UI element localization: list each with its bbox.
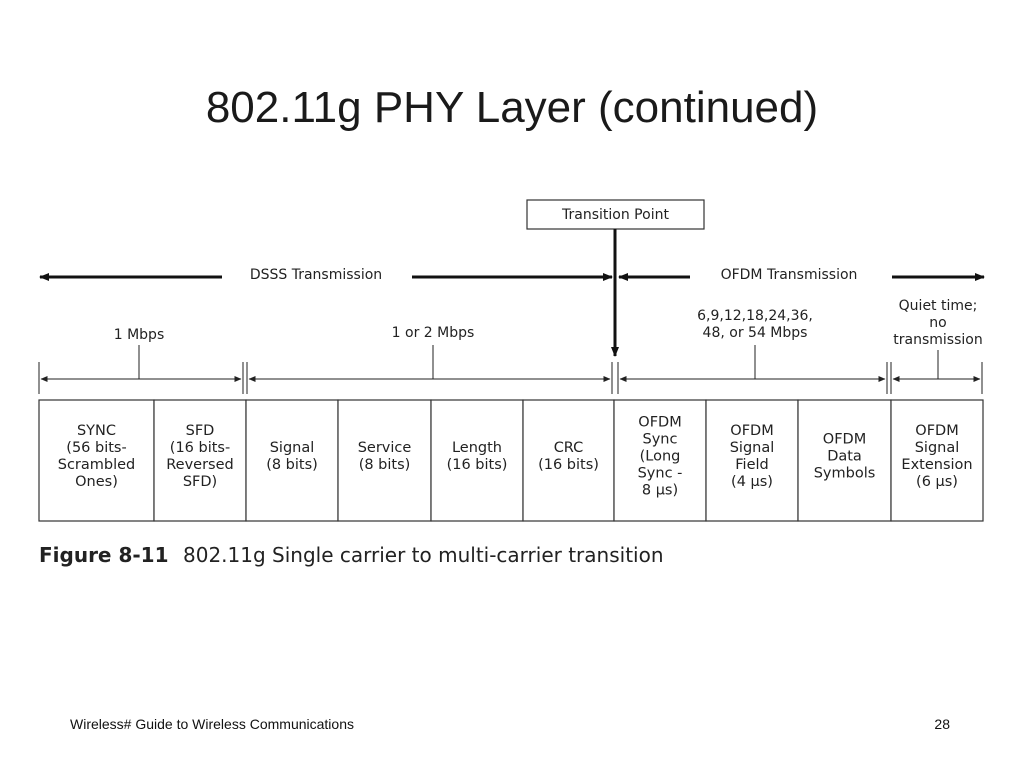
field-label-3: Service(8 bits)	[358, 440, 412, 473]
figure-caption: Figure 8-11 802.11g Single carrier to mu…	[39, 543, 664, 567]
ofdm-transmission-label: OFDM Transmission	[721, 267, 858, 283]
rate-spans	[38, 345, 983, 394]
figure-caption-text: 802.11g Single carrier to multi-carrier …	[183, 543, 664, 567]
slide-title: 802.11g PHY Layer (continued)	[205, 83, 819, 132]
field-label-line: Data	[827, 449, 862, 465]
transition-point-box	[526, 199, 705, 230]
field-label-line: OFDM	[823, 432, 866, 448]
field-label-line: (8 bits)	[266, 457, 318, 473]
field-cell-9	[890, 399, 984, 522]
rate-label-ofdm-2: 48, or 54 Mbps	[703, 325, 808, 341]
rate-label-header: 1 or 2 Mbps	[392, 325, 475, 341]
field-cell-8	[797, 399, 892, 522]
field-label-line: Field	[735, 457, 768, 473]
field-cell-6	[613, 399, 707, 522]
rate-label-quiet-3: transmission	[893, 332, 982, 348]
field-label-line: Length	[452, 440, 502, 456]
field-label-line: OFDM	[638, 415, 681, 431]
field-label-line: OFDM	[730, 423, 773, 439]
field-label-5: CRC(16 bits)	[538, 440, 599, 473]
field-label-line: (16 bits-	[170, 440, 230, 456]
field-label-line: (16 bits)	[538, 457, 599, 473]
field-label-4: Length(16 bits)	[447, 440, 508, 473]
field-cell-0	[38, 399, 155, 522]
field-label-2: Signal(8 bits)	[266, 440, 318, 473]
footer-course-title: Wireless# Guide to Wireless Communicatio…	[70, 716, 354, 732]
field-cell-2	[245, 399, 339, 522]
field-label-line: (8 bits)	[359, 457, 411, 473]
field-cell-7	[705, 399, 799, 522]
field-cell-4	[430, 399, 524, 522]
field-label-line: Ones)	[75, 474, 118, 490]
field-label-line: Reversed	[166, 457, 234, 473]
field-label-line: SFD	[186, 423, 215, 439]
field-label-line: Signal	[730, 440, 775, 456]
field-label-line: Scrambled	[58, 457, 136, 473]
transition-point-label: Transition Point	[561, 207, 669, 223]
rate-label-sync-sfd: 1 Mbps	[114, 327, 165, 343]
field-label-line: Symbols	[814, 466, 876, 482]
field-label-line: (16 bits)	[447, 457, 508, 473]
field-label-line: Signal	[915, 440, 960, 456]
field-label-line: (56 bits-	[66, 440, 126, 456]
figure-caption-label: Figure 8-11	[39, 543, 169, 567]
field-label-line: OFDM	[915, 423, 958, 439]
field-label-line: Sync	[643, 432, 678, 448]
field-label-line: SYNC	[77, 423, 116, 439]
rate-label-ofdm-1: 6,9,12,18,24,36,	[697, 308, 813, 324]
field-label-line: Service	[358, 440, 412, 456]
field-cell-5	[522, 399, 615, 522]
field-label-line: (Long	[640, 449, 681, 465]
field-label-line: (4 μs)	[731, 474, 773, 490]
field-label-line: (6 μs)	[916, 474, 958, 490]
footer-page-number: 28	[934, 716, 950, 732]
field-label-line: SFD)	[183, 474, 217, 490]
field-label-line: Signal	[270, 440, 315, 456]
field-label-line: CRC	[554, 440, 584, 456]
field-label-line: 8 μs)	[642, 483, 678, 499]
field-label-line: Extension	[901, 457, 972, 473]
field-label-line: Sync -	[638, 466, 683, 482]
rate-label-quiet-1: Quiet time;	[899, 298, 978, 314]
dsss-transmission-label: DSSS Transmission	[250, 267, 382, 283]
field-cell-3	[337, 399, 432, 522]
rate-label-quiet-2: no	[929, 315, 946, 331]
